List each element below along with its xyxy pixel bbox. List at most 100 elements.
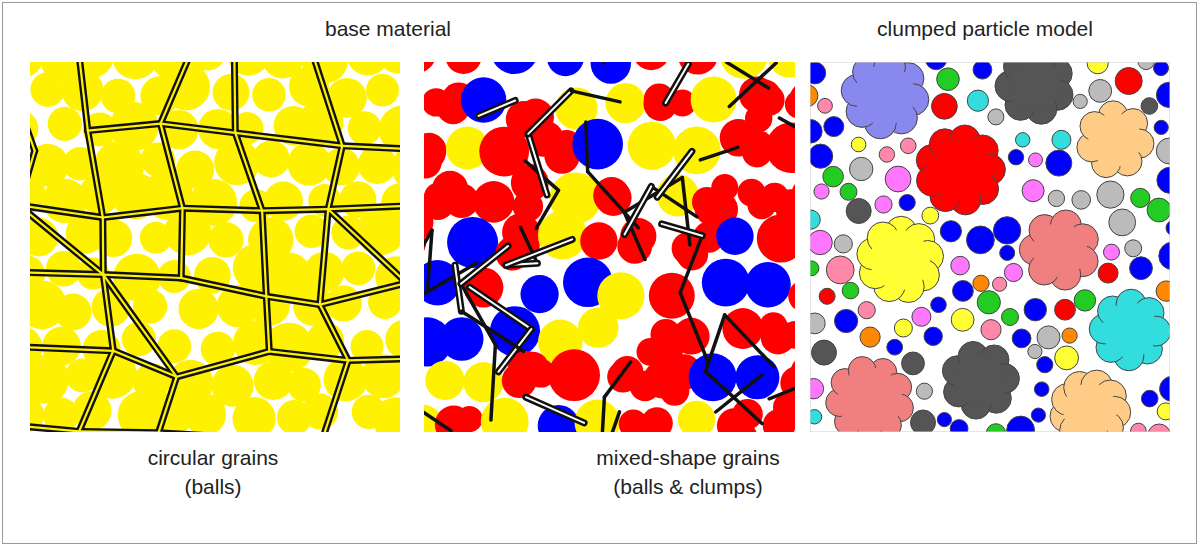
ball-grain [424,62,437,73]
ball-grain [1037,326,1060,349]
mixed-grains-panel [424,62,795,432]
ball-grain [1024,299,1046,321]
parallel-bond-core [328,146,342,209]
bond-line [680,293,708,363]
panel-heading: clumped particle model [877,16,1093,41]
ball-grain [1073,94,1087,108]
parallel-bond [455,265,461,311]
parallel-bond [269,351,348,360]
clump-grain [424,137,446,170]
parallel-bond-core [103,275,176,377]
parallel-bond-core [30,346,113,350]
ball-grain [850,157,873,180]
clump-core [855,65,916,126]
ball-grain [912,307,931,326]
parallel-bond-core [262,211,266,297]
ball-grain [824,117,844,137]
parallel-bond-core [159,377,177,432]
ball-grain [385,320,400,360]
ball-grain [233,397,276,432]
parallel-bond-core [328,205,400,209]
ball-grain [1138,62,1154,70]
ball-grain [521,275,559,313]
ball-grain [1016,133,1030,147]
ball-grain [376,62,400,73]
parallel-bond-core [666,64,689,103]
parallel-bond-core [79,62,88,131]
ball-grain [1125,240,1142,257]
parallel-bond [266,296,269,351]
panel-heading: base material [325,16,451,41]
parallel-bond-core [266,296,320,304]
parallel-bond [461,246,508,284]
ball-grain [1002,309,1019,326]
clump-grain [435,406,473,433]
panel-ground [810,62,1170,432]
bond-line [716,375,762,412]
parallel-bond [30,62,35,151]
ball-grain [491,62,539,74]
ball-grain [885,166,911,192]
parallel-bond [30,346,113,350]
parallel-bond-core [181,208,182,278]
parallel-bond [161,124,183,209]
ball-grain [578,307,618,347]
bond-line [769,380,795,399]
ball-grain [1031,408,1045,422]
ball-grain [1000,245,1015,260]
parallel-bond-core [348,359,400,361]
parallel-bond-core [461,246,508,284]
parallel-bond-core [657,151,692,197]
ball-grain [1034,382,1049,397]
clumped-model-panel [810,62,1170,432]
parallel-bond [183,208,263,211]
ball-grain [745,262,790,307]
ball-grain [184,393,226,432]
ball-grain [1004,263,1022,281]
parallel-bond-core [313,62,342,146]
parallel-bond-core [479,101,516,116]
ball-grain [1131,188,1150,207]
parallel-bond-core [262,209,328,211]
ball-grain [1154,120,1168,134]
bond-line [461,284,495,345]
clump-core [1063,383,1117,432]
parallel-bond-core [506,239,572,265]
ball-grain [48,107,82,141]
ball-grain [1055,299,1076,320]
ball-grain [834,235,852,253]
ball-grain [1159,242,1170,270]
parallel-bond-core [177,351,270,376]
ball-grain [899,195,915,211]
bond-line [571,91,620,102]
parallel-bond [30,205,103,217]
ball-grain [55,294,92,331]
ball-grain [164,209,211,256]
ball-grain [1074,290,1095,311]
ball-grain [757,214,795,262]
parallel-bond-core [235,133,262,211]
parallel-bond-core [103,275,181,278]
ball-grain [810,379,824,399]
ball-grain [481,398,529,432]
ball-grain [812,340,837,365]
parallel-bond-core [102,218,105,275]
parallel-bond [528,134,547,195]
ball-grain [254,361,293,400]
ball-grain [1130,257,1153,280]
ball-grain [894,319,912,337]
ball-grain [810,230,832,254]
parallel-bond-core [30,205,103,274]
parallel-bond [666,64,689,103]
parallel-bond [159,377,177,432]
ball-grain [953,281,974,302]
ball-grain [702,259,750,307]
clump-core [953,353,1006,406]
ball-grain [1157,403,1170,420]
ball-grain [425,361,464,400]
ball-grain [835,309,858,332]
ball-grain [1087,62,1108,74]
clump-grain [785,90,795,119]
parallel-bond [498,329,531,372]
parallel-bond [320,305,348,361]
